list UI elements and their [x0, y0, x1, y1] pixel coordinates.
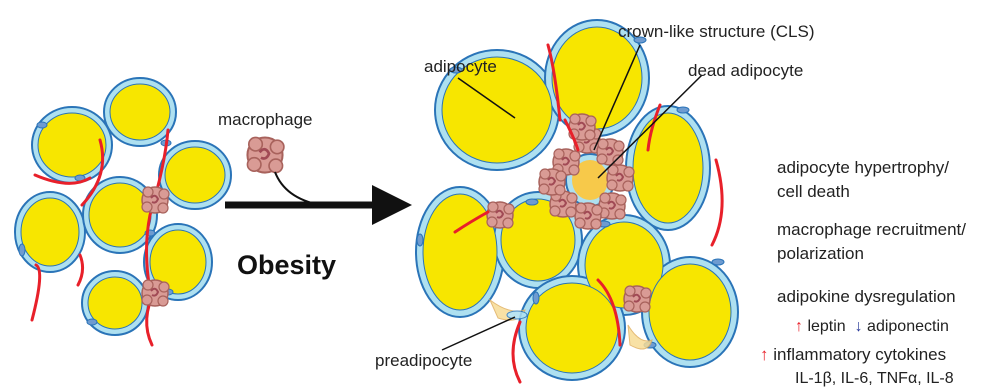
adipocyte-label: adipocyte: [424, 57, 497, 77]
cytokine-list: IL-1β, IL-6, TNFα, IL-8: [795, 370, 954, 388]
dead-adipocyte-label: dead adipocyte: [688, 61, 803, 81]
blood-vessel: [32, 265, 40, 320]
adiponectin-label: adiponectin: [867, 318, 949, 335]
down-arrow-icon: ↓: [855, 318, 863, 335]
obesity-arrow: [225, 185, 412, 225]
macrophage-cell: [142, 280, 169, 306]
crown-like-structure-label: crown-like structure (CLS): [618, 22, 815, 42]
preadipocyte-pointer-line: [442, 317, 515, 350]
adipokine-dysregulation-text: adipokine dysregulation: [777, 285, 956, 309]
blood-vessel: [78, 255, 83, 285]
macrophage-cell: [142, 187, 169, 213]
lean-adipose-tissue: [15, 78, 231, 345]
blood-vessel: [712, 160, 722, 245]
up-arrow-icon: ↑: [760, 345, 769, 364]
macrophage-recruitment-text: macrophage recruitment/polarization: [777, 218, 966, 266]
macrophage-cell: [247, 137, 283, 172]
macrophage-pointer-line: [275, 172, 320, 205]
preadipocyte-label: preadipocyte: [375, 351, 472, 371]
hypertrophy-text: adipocyte hypertrophy/cell death: [777, 156, 949, 204]
macrophage-cell: [624, 286, 651, 312]
obesity-label: Obesity: [237, 250, 336, 281]
leptin-label: leptin: [807, 318, 845, 335]
macrophage-cell: [487, 202, 514, 228]
macrophage-label: macrophage: [218, 110, 313, 130]
up-arrow-icon: ↑: [795, 318, 803, 335]
inflammatory-cytokines-text: ↑ inflammatory cytokines: [760, 343, 946, 367]
adipokine-changes: ↑ leptin ↓ adiponectin: [795, 318, 949, 336]
